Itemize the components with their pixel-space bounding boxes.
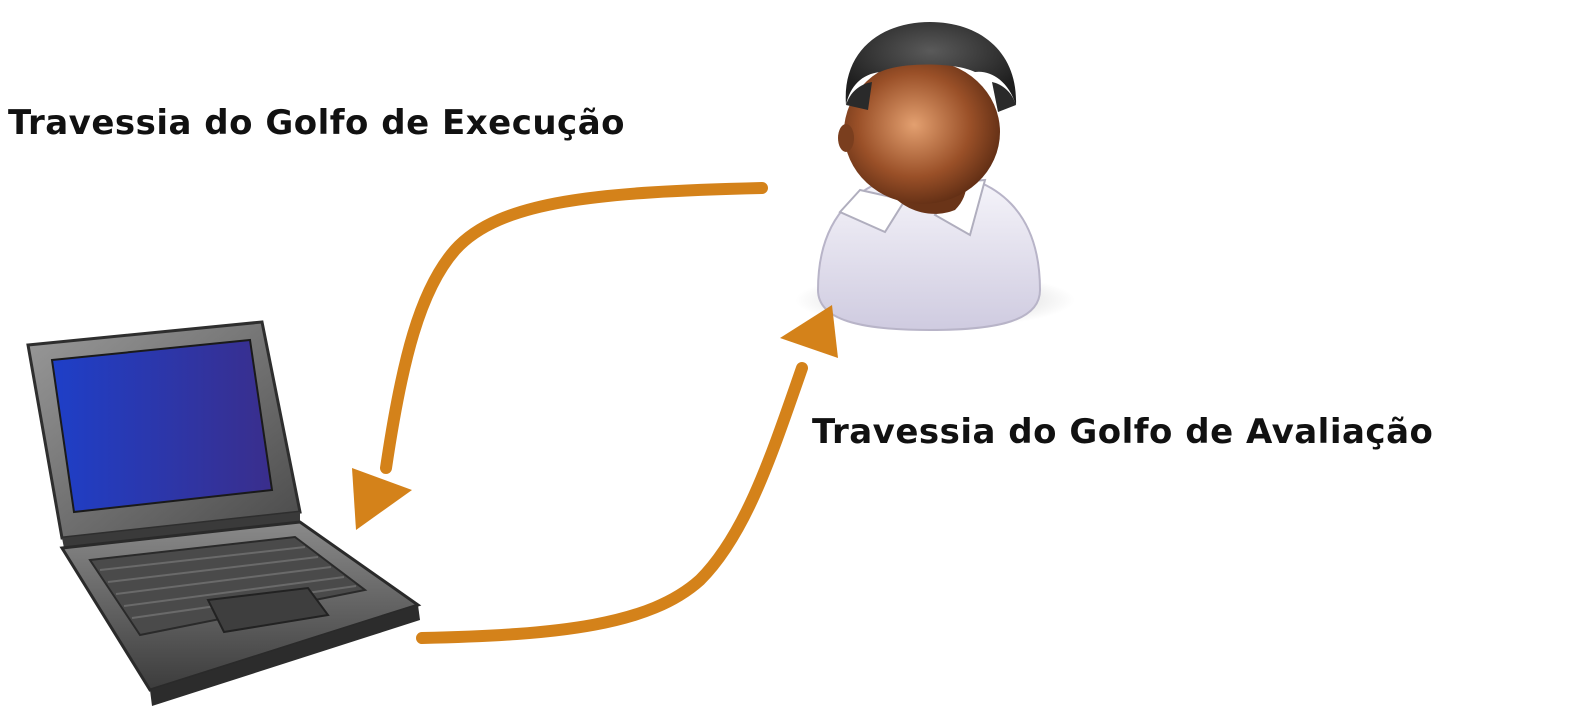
laptop-icon: [26, 320, 422, 706]
execution-gulf-label: Travessia do Golfo de Execução: [8, 103, 626, 143]
person-icon: [795, 22, 1075, 332]
execution-arrowhead: [352, 468, 412, 530]
evaluation-arrow: [416, 305, 838, 644]
evaluation-gulf-label: Travessia do Golfo de Avaliação: [812, 412, 1434, 452]
evaluation-arrowhead: [780, 305, 838, 358]
execution-arrow: [352, 182, 768, 530]
